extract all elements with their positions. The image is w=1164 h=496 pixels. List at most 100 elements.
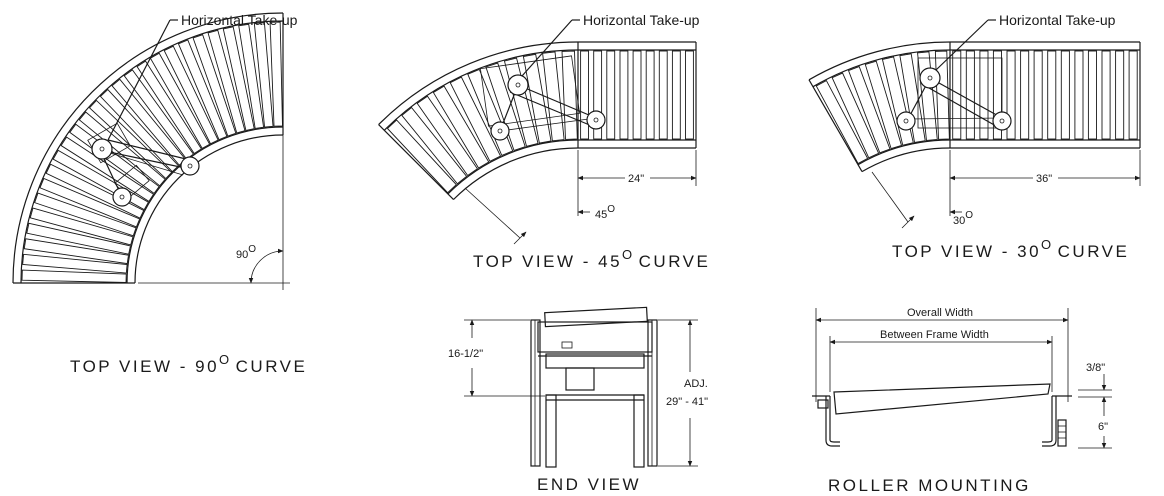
idler-pulley-45a — [490, 121, 510, 141]
end-motor — [565, 367, 595, 391]
tapered-roller — [78, 111, 166, 187]
idler-pulley-45b — [586, 110, 606, 130]
dim-height-16-1-2: 16-1/2" — [448, 348, 483, 360]
outer-rail-inner — [20, 20, 284, 284]
outer-rail — [12, 12, 284, 284]
tapered-roller — [88, 99, 173, 180]
straight-section-30 — [950, 41, 1141, 149]
take-up-assembly-90 — [87, 122, 200, 207]
tapered-roller — [136, 60, 202, 155]
idler-pulley-90b — [112, 187, 132, 207]
frame-channel-right — [1042, 396, 1057, 447]
tapered-roller — [192, 34, 237, 137]
tapered-roller — [238, 23, 265, 129]
tapered-roller — [899, 53, 926, 143]
dim-between-frame-width: Between Frame Width — [880, 329, 989, 341]
angle-arc-90 — [248, 248, 284, 284]
straight-roller — [685, 50, 694, 140]
end-view: 16-1/2" ADJ. 29" - 41" END VIEW — [448, 306, 708, 494]
idler-pulley-90a — [180, 156, 200, 176]
section-end — [808, 79, 863, 172]
dim-straight-24: 24" — [628, 173, 644, 185]
straight-roller — [965, 50, 975, 140]
tapered-roller — [561, 50, 578, 140]
end-leg-right — [647, 319, 658, 467]
dim-6: 6" — [1098, 421, 1108, 433]
tapered-roller — [222, 26, 255, 131]
tapered-roller — [111, 78, 187, 166]
take-up-pulley-30 — [919, 67, 941, 89]
tapered-roller — [386, 119, 457, 194]
tapered-roller — [401, 106, 468, 185]
straight-roller — [1033, 50, 1043, 140]
angle-label-90: 90O — [236, 244, 256, 261]
roller-mounting-view: Overall Width Between Frame Width 3/8" 6… — [812, 307, 1112, 495]
top-view-45-curve: Horizontal Take-up 24" 45O TOP VIEW - 45… — [378, 12, 710, 271]
tapered-roller — [34, 192, 137, 237]
straight-roller — [580, 50, 589, 140]
straight-roller — [1128, 50, 1138, 140]
inner-rail-inner — [857, 139, 951, 166]
callout-horizontal-take-up-45: Horizontal Take-up — [583, 12, 700, 28]
dim-angle-45: 45O — [595, 204, 615, 221]
callout-horizontal-take-up-90: Horizontal Take-up — [181, 12, 298, 28]
straight-roller — [1074, 50, 1084, 140]
straight-roller — [1060, 50, 1070, 140]
straight-roller — [1101, 50, 1111, 140]
straight-section-45 — [578, 41, 697, 149]
take-up-assembly-30 — [896, 57, 1012, 131]
callout-leader-30 — [935, 19, 989, 71]
tapered-roller — [29, 207, 134, 246]
straight-roller — [1006, 50, 1016, 140]
dim-adj-range: 29" - 41" — [666, 396, 708, 408]
tapered-roller — [207, 29, 246, 134]
tapered-roller — [23, 238, 129, 265]
callout-leader-45 — [521, 19, 573, 77]
straight-roller — [658, 50, 668, 140]
top-view-30-curve: Horizontal Take-up 36" 30O TOP VIEW - 30… — [808, 12, 1141, 261]
tapered-roller — [26, 222, 131, 255]
idler-pulley-30a — [896, 111, 916, 131]
take-up-assembly-45 — [479, 55, 606, 141]
straight-roller — [632, 50, 642, 140]
inner-rail — [861, 147, 951, 173]
straight-roller — [1020, 50, 1030, 140]
tapered-roller — [39, 177, 141, 228]
tapered-roller — [449, 76, 502, 162]
tapered-roller — [22, 253, 128, 274]
dim-straight-36: 36" — [1036, 173, 1052, 185]
inner-rail-inner — [126, 126, 284, 284]
curve-frame-90 — [12, 12, 284, 284]
take-up-pulley-45 — [507, 74, 529, 96]
tapered-roller — [864, 60, 903, 150]
curve-frame-30 — [808, 41, 951, 173]
tapered-roller — [815, 79, 869, 165]
straight-roller — [1115, 50, 1125, 140]
tapered-roller — [269, 21, 283, 127]
tapered-roller — [253, 22, 274, 128]
dim-3-8: 3/8" — [1086, 362, 1105, 374]
callout-horizontal-take-up-30: Horizontal Take-up — [999, 12, 1116, 28]
callout-leader-90 — [107, 19, 171, 141]
idler-pulley-30b — [992, 111, 1012, 131]
tapered-roller — [831, 72, 880, 159]
tapered-roller — [416, 95, 479, 177]
take-up-pulley-90 — [91, 138, 113, 160]
straight-roller — [1087, 50, 1097, 140]
tapered-roller — [163, 45, 219, 145]
tapered-roller — [522, 53, 552, 144]
dim-overall-width: Overall Width — [907, 307, 973, 319]
straight-roller — [645, 50, 655, 140]
tapered-roller — [69, 123, 160, 195]
straight-roller — [593, 50, 603, 140]
tapered-roller — [542, 51, 565, 142]
end-roller — [544, 306, 648, 328]
frame-channel-left — [825, 396, 840, 447]
tapered-roller — [177, 39, 228, 141]
section-end — [378, 124, 454, 200]
